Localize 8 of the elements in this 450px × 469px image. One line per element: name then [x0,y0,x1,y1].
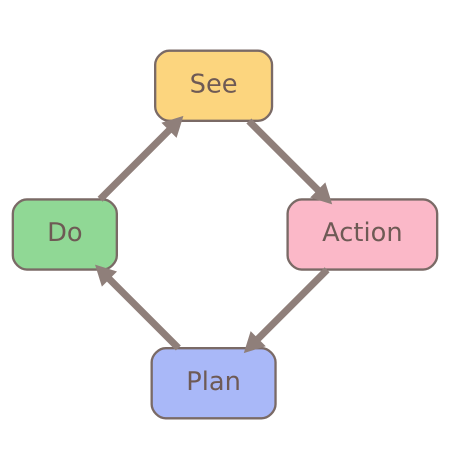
arrow [98,116,184,202]
arrow [95,264,181,350]
node-box: See [154,50,274,122]
arrow [246,118,332,204]
node-box: Action [286,198,438,271]
arrow [244,267,330,354]
node-box: Do [12,198,118,271]
node-box: Plan [150,347,277,420]
